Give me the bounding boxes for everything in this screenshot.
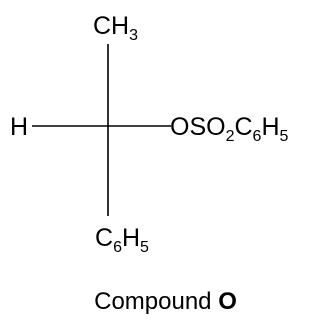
top-substituent-methyl: CH3 <box>93 12 138 44</box>
bottom-part-2-subscript: 5 <box>140 239 149 256</box>
bottom-substituent-phenyl: C6H5 <box>95 224 149 256</box>
top-group-subscript: 3 <box>129 27 139 44</box>
right-part-1-subscript: 2 <box>225 128 235 145</box>
left-substituent-hydrogen: H <box>10 113 29 141</box>
caption-text: Compound <box>94 288 212 315</box>
right-part-3-main: H <box>261 113 280 141</box>
right-part-1-main: OSO <box>170 113 226 141</box>
compound-label: O <box>218 288 237 315</box>
top-group-main: CH <box>93 12 130 40</box>
right-part-2-subscript: 6 <box>252 128 262 145</box>
bottom-part-1-subscript: 6 <box>113 239 122 256</box>
right-part-3-subscript: 5 <box>279 128 289 145</box>
compound-caption: Compound O <box>0 288 331 316</box>
right-part-2-main: C <box>234 113 253 141</box>
bottom-part-2-main: H <box>121 224 141 252</box>
bottom-part-1-main: C <box>95 224 114 252</box>
right-substituent-benzenesulfonate: OSO2C6H5 <box>170 113 288 145</box>
